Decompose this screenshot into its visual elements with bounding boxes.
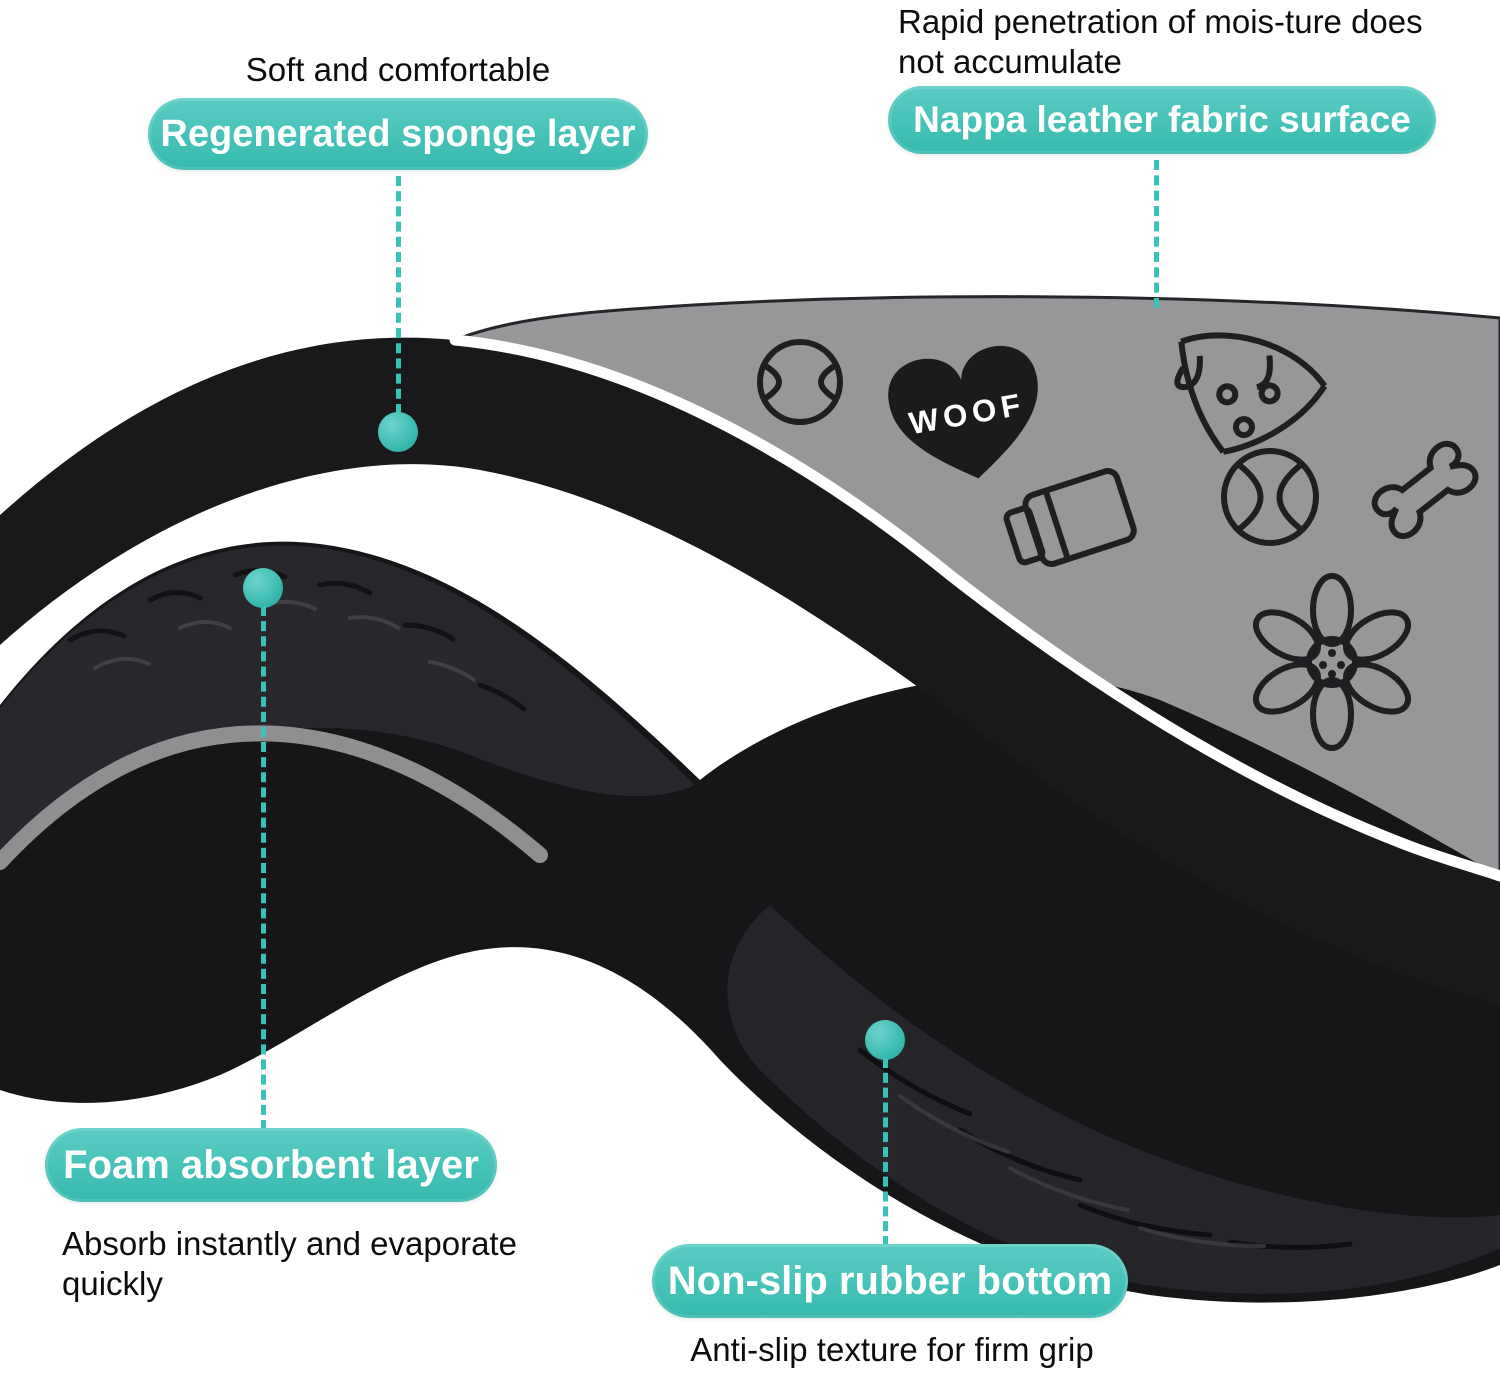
sponge-top-layer xyxy=(0,337,1500,1005)
rubber-caption: Anti-slip texture for firm grip xyxy=(690,1331,1094,1368)
fabric-surface-panel: WOOF xyxy=(454,295,1500,878)
foam-label: Foam absorbent layer xyxy=(63,1142,479,1187)
surface-caption-line1: Rapid penetration of mois-ture does xyxy=(898,3,1423,40)
foam-absorbent-layer xyxy=(0,545,695,850)
sponge-label-pill: Regenerated sponge layer xyxy=(148,98,648,170)
surface-caption: Rapid penetration of mois-ture does not … xyxy=(898,2,1468,83)
heart-woof-icon: WOOF xyxy=(888,345,1038,479)
foam-label-pill: Foam absorbent layer xyxy=(45,1128,497,1202)
foam-marker-dot xyxy=(243,568,283,608)
foam-connector-line xyxy=(261,606,266,1130)
sponge-caption: Soft and comfortable xyxy=(245,51,551,88)
foam-texture xyxy=(67,568,527,712)
foam-caption-line2: quickly xyxy=(62,1265,163,1303)
white-edge-trim xyxy=(449,334,1500,882)
surface-connector-line xyxy=(1154,160,1159,308)
gray-strip xyxy=(0,725,548,870)
sponge-label: Regenerated sponge layer xyxy=(160,112,636,155)
rubber-label-pill: Non-slip rubber bottom xyxy=(652,1244,1128,1318)
surface-label-pill: Nappa leather fabric surface xyxy=(888,86,1436,154)
treat-jar-icon xyxy=(1003,468,1137,567)
surface-label: Nappa leather fabric surface xyxy=(913,99,1411,140)
rubber-marker-dot xyxy=(865,1020,905,1060)
sponge-connector-line xyxy=(396,176,401,414)
rubber-bottom-layer xyxy=(727,905,1500,1294)
surface-caption-line2: not accumulate xyxy=(898,43,1122,81)
flower-icon xyxy=(1253,573,1411,751)
sponge-marker-dot xyxy=(378,412,418,452)
rubber-label: Non-slip rubber bottom xyxy=(667,1258,1113,1303)
foam-caption: Absorb instantly and evaporate quickly xyxy=(62,1224,582,1305)
rubber-connector-line xyxy=(883,1058,888,1246)
ball-icon xyxy=(1221,448,1319,546)
tennis-ball-icon xyxy=(757,339,843,425)
foam-caption-line1: Absorb instantly and evaporate xyxy=(62,1225,517,1262)
bone-icon xyxy=(1371,440,1479,540)
pizza-icon xyxy=(1174,332,1328,455)
